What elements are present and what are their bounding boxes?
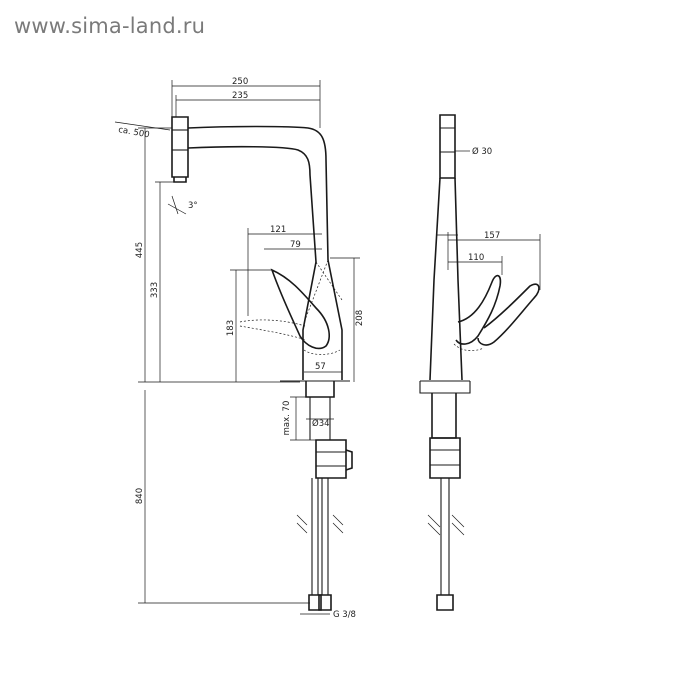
dim-110: 110	[468, 253, 484, 263]
dim-208: 208	[355, 310, 365, 326]
dim-183: 183	[226, 320, 236, 336]
dim-840: 840	[135, 488, 145, 504]
side-view-dimension-lines	[447, 150, 541, 290]
dim-121: 121	[270, 225, 286, 235]
dim-g38: G 3/8	[333, 610, 356, 620]
dim-diameter-30: Ø 30	[472, 146, 492, 157]
dim-445: 445	[135, 242, 145, 258]
dim-ca500: ca. 500	[117, 125, 150, 140]
dim-157: 157	[484, 231, 500, 241]
dim-diameter-34: Ø34	[312, 418, 330, 429]
side-view-faucet	[419, 114, 540, 611]
dim-250: 250	[232, 77, 248, 87]
watermark: www.sima-land.ru	[14, 14, 206, 38]
dim-max70: max. 70	[282, 401, 292, 436]
dim-79: 79	[290, 240, 301, 250]
front-view-dimension-lines	[114, 80, 360, 615]
dim-333: 333	[150, 282, 160, 298]
dim-angle-3: 3°	[188, 201, 198, 211]
dim-235: 235	[232, 91, 248, 101]
front-view-faucet	[171, 116, 353, 611]
dim-57: 57	[315, 362, 326, 372]
